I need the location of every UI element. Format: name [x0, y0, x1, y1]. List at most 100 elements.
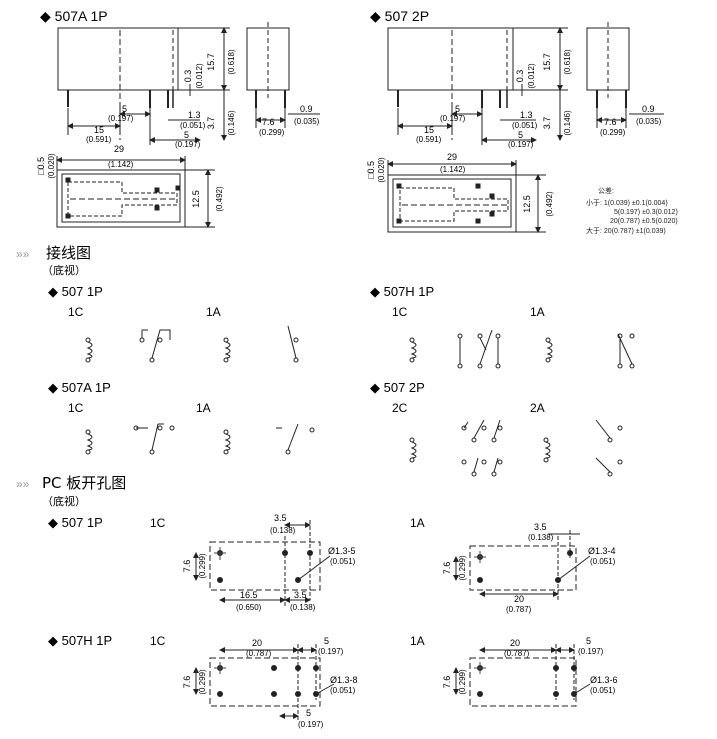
pcb-ha-dim-0197: (0.197): [578, 647, 604, 656]
pcb-h-dim-5b: 5: [306, 708, 311, 718]
wiring-507-2p-2a-label: 2A: [530, 401, 545, 415]
pcb-1a-dim-20: 20: [514, 594, 524, 604]
pcb-ha-dim-20: 20: [510, 638, 520, 648]
tolerance-line-4: 大于: 20(0.787) ±1(0.039): [586, 226, 666, 235]
pcb-hole-h1a: Ø1.3-6: [590, 675, 618, 685]
dim-0492-2p: (0.492): [545, 191, 554, 217]
wiring-507a-1p-heading: ◆ 507A 1P: [48, 380, 111, 395]
pcb-ha-dim-7-6: 7.6: [442, 676, 452, 689]
pcb-1a-dim-0299: (0.299): [458, 555, 467, 581]
pcb-h-dim-0197: (0.197): [318, 647, 344, 656]
dim-3-7-2p: 3.7: [542, 117, 552, 130]
dim-0197-2p: (0.197): [440, 114, 466, 123]
pcb-507h-1p-1c-layout: [193, 644, 335, 720]
dim-0197: (0.197): [108, 114, 134, 123]
dim-0035-2p: (0.035): [636, 117, 662, 126]
wiring-507a-1p-1c-label: 1C: [68, 401, 84, 415]
dim-0492: (0.492): [215, 186, 224, 212]
dim-5: 5: [122, 104, 127, 114]
pcb-dim-3-5b: 3.5: [294, 590, 307, 600]
dim-15-7: 15.7: [206, 53, 216, 71]
dim-15-7-2p: 15.7: [542, 53, 552, 71]
dim-1142: (1.142): [108, 160, 134, 169]
wiring-507h-1p-symbols: [409, 329, 635, 369]
end-view-507-2p: [586, 22, 664, 128]
pcb-1a-dim-7-6: 7.6: [442, 562, 452, 575]
dim-0146-2p: (0.146): [563, 110, 572, 136]
wiring-507-1p-heading: ◆ 507 1P: [48, 284, 103, 299]
pcb-chevrons: »»: [16, 477, 30, 491]
end-view-507a-1p: [246, 22, 320, 128]
pcb-hole-h1c: Ø1.3-8: [330, 675, 358, 685]
pcb-h-dim-20: 20: [252, 638, 262, 648]
pcb-h-dim-0299: (0.299): [198, 669, 207, 695]
side-view-507a-1p: [57, 27, 230, 145]
pcb-hole-1a-in: (0.051): [590, 557, 616, 566]
pcb-dim-16-5: 16.5: [240, 590, 258, 600]
dim-0-9: 0.9: [300, 104, 313, 114]
dim-0-3-2p: 0.3: [515, 70, 525, 83]
bottom-view-507-2p: [387, 160, 546, 233]
pcb-dim-3-5: 3.5: [274, 513, 287, 523]
dim-0-5-2p: □0.5: [366, 161, 376, 179]
side-view-507-2p: [387, 27, 568, 145]
dim-29-2p: 29: [447, 152, 457, 162]
pcb-507-1p-1a-layout: [453, 530, 591, 600]
dim-0299: (0.299): [259, 128, 285, 137]
wiring-507-2p-symbols: [409, 419, 623, 477]
wiring-title: 接线图: [46, 244, 91, 262]
pcb-ha-dim-5: 5: [586, 636, 591, 646]
wiring-507-2p-2c-label: 2C: [392, 401, 408, 415]
dim-15-2p: 15: [424, 125, 434, 135]
pcb-hole-1c-in: (0.051): [330, 557, 356, 566]
tolerance-block: 公差: 小于: 1(0.039) ±0.1(0.004) 5(0.197) ±0…: [586, 186, 678, 235]
dim-0-9-2p: 0.9: [642, 104, 655, 114]
dim-5b: 5: [184, 130, 189, 140]
wiring-507-2p-heading: ◆ 507 2P: [370, 380, 425, 395]
pcb-hole-h1a-in: (0.051): [590, 686, 616, 695]
dim-15: 15: [94, 125, 104, 135]
wiring-subtitle: （底视）: [42, 263, 86, 277]
heading-507a-1p: ◆ 507A 1P: [40, 8, 108, 24]
bottom-view-507a-1p: [56, 156, 215, 228]
dim-0051-2p: (0.051): [512, 121, 538, 130]
dim-3-7: 3.7: [206, 117, 216, 130]
dim-12-5-2p: 12.5: [522, 195, 532, 213]
wiring-507a-1p-1a-label: 1A: [196, 401, 211, 415]
pcb-ha-dim-0299: (0.299): [458, 669, 467, 695]
pcb-507-1p-heading: ◆ 507 1P: [48, 515, 103, 530]
pcb-hole-1c: Ø1.3-5: [328, 546, 356, 556]
wiring-507h-1p-heading: ◆ 507H 1P: [370, 284, 434, 299]
dim-0-5: □0.5: [36, 157, 46, 175]
dim-0197b-2p: (0.197): [508, 140, 534, 149]
dim-0051: (0.051): [180, 121, 206, 130]
dim-12-5: 12.5: [191, 190, 201, 208]
dim-5-2p: 5: [455, 104, 460, 114]
tolerance-line-2: 5(0.197) ±0.3(0.012): [614, 209, 678, 216]
pcb-title: PC 板开孔图: [42, 474, 126, 492]
dim-0020: (0.020): [47, 153, 56, 179]
pcb-1a-dim-0787: (0.787): [506, 605, 532, 614]
wiring-507h-1p-1a-label: 1A: [530, 305, 545, 319]
pcb-hole-1a: Ø1.3-4: [588, 546, 616, 556]
pcb-dim-0138b: (0.138): [290, 603, 316, 612]
tolerance-line-1: 小于: 1(0.039) ±0.1(0.004): [586, 198, 668, 207]
heading-507-2p: ◆ 507 2P: [370, 8, 429, 24]
pcb-ha-dim-0787: (0.787): [504, 649, 530, 658]
dim-29: 29: [114, 144, 124, 154]
dim-0020-2p: (0.020): [377, 157, 386, 183]
tolerance-line-3: 20(0.787) ±0.5(0.020): [610, 218, 678, 225]
pcb-507h-1p-1a-label: 1A: [410, 634, 425, 648]
dim-0012: (0.012): [195, 63, 204, 89]
wiring-507-1p-symbols: [85, 325, 299, 363]
dim-0618-2p: (0.618): [563, 49, 572, 75]
dim-1-3: 1.3: [188, 110, 201, 120]
dim-5b-2p: 5: [518, 130, 523, 140]
wiring-507-1p-1c-label: 1C: [68, 305, 84, 319]
wiring-507-1p-1a-label: 1A: [206, 305, 221, 319]
dim-0-3: 0.3: [183, 70, 193, 83]
dim-0299-2p: (0.299): [600, 128, 626, 137]
dim-0591-2p: (0.591): [416, 135, 442, 144]
pcb-dim-7-6: 7.6: [182, 560, 192, 573]
dim-1142-2p: (1.142): [440, 165, 466, 174]
